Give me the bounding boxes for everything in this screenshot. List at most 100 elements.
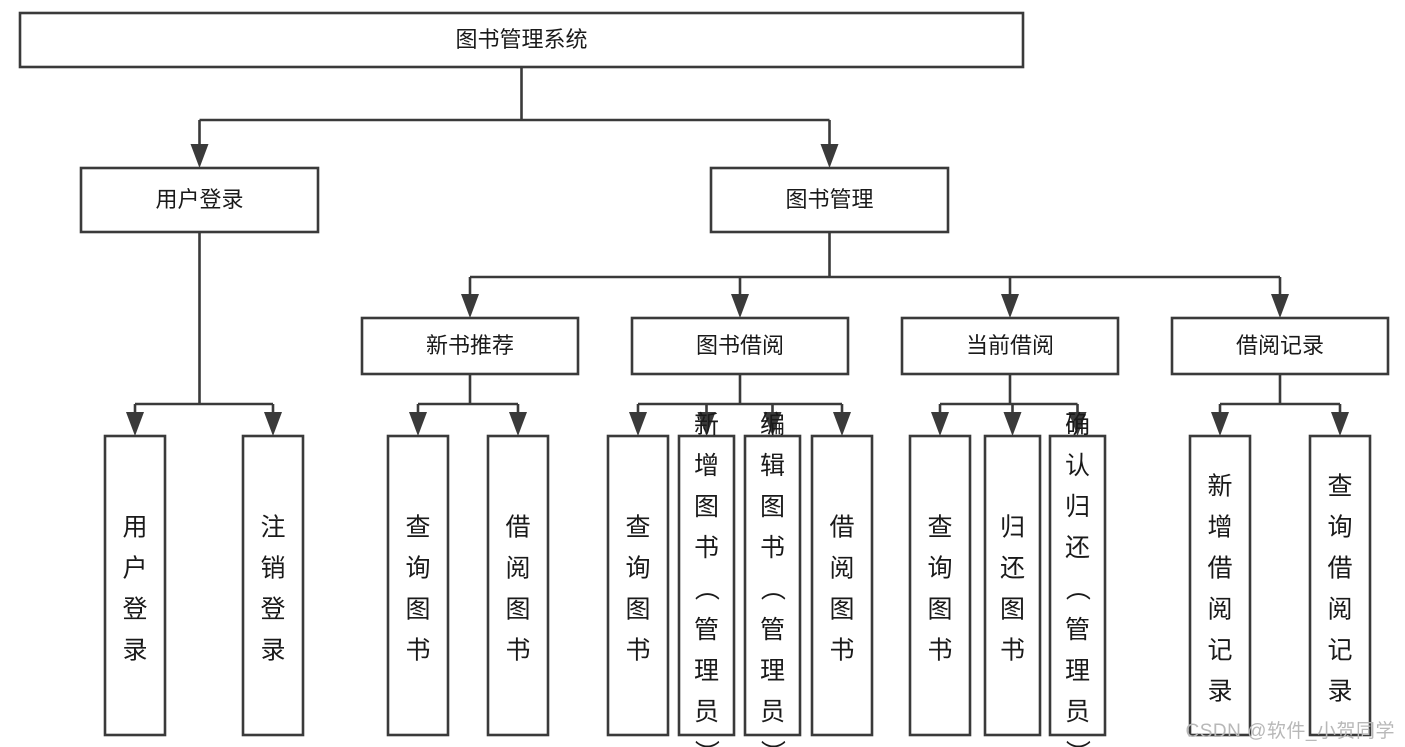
level2-book-manage-label: 图书管理 (785, 187, 873, 212)
svg-text:销: 销 (260, 554, 285, 582)
svg-text:询: 询 (625, 554, 650, 582)
svg-text:阅: 阅 (1207, 595, 1232, 623)
svg-text:管: 管 (760, 616, 785, 644)
arrow-head-icon-leaf-query-record (1331, 412, 1349, 436)
leaf-leaf-return-book-box[interactable] (983, 434, 1042, 737)
leaf-leaf-query-book-3-box[interactable] (908, 434, 972, 737)
arrow-head-icon-leaf-edit-book (763, 412, 782, 436)
svg-text:理: 理 (1065, 657, 1090, 685)
arrow-head-icon-leaf-query-book-2 (629, 412, 647, 436)
svg-text:图: 图 (405, 595, 430, 623)
svg-text:查: 查 (1327, 472, 1352, 500)
svg-text:新: 新 (1207, 472, 1232, 500)
svg-text:员: 员 (1065, 698, 1090, 726)
svg-text:书: 书 (694, 534, 719, 562)
svg-text:（: （ (1063, 576, 1091, 601)
svg-text:归: 归 (1000, 513, 1025, 541)
svg-text:阅: 阅 (829, 554, 854, 582)
svg-text:书: 书 (505, 636, 530, 664)
svg-text:图: 图 (505, 595, 530, 623)
svg-text:录: 录 (122, 636, 147, 664)
arrow-head-icon-leaf-return-book (1003, 412, 1022, 436)
svg-text:图: 图 (760, 493, 785, 521)
node-layer: 图书管理系统用户登录图书管理新书推荐图书借阅当前借阅借阅记录用户登录注销登录查询… (18, 11, 1390, 747)
svg-text:员: 员 (760, 698, 785, 726)
svg-text:书: 书 (760, 534, 785, 562)
svg-text:录: 录 (260, 636, 285, 664)
leaf-leaf-borrow-book-1-box[interactable] (486, 434, 550, 737)
arrow-head-icon-leaf-add-book (697, 412, 716, 436)
level2-user-login-box[interactable] (79, 166, 320, 234)
svg-text:借: 借 (829, 513, 854, 541)
arrow-head-icon-book-borrow (731, 294, 749, 318)
svg-text:书: 书 (829, 636, 854, 664)
arrow-head-icon-leaf-confirm-return (1068, 412, 1087, 436)
svg-text:借: 借 (1327, 554, 1352, 582)
svg-text:（: （ (758, 576, 786, 601)
svg-text:理: 理 (760, 657, 785, 685)
level3-borrow-record-label: 借阅记录 (1236, 333, 1324, 358)
svg-text:增: 增 (1207, 513, 1232, 541)
arrow-head-icon-leaf-add-record (1211, 412, 1229, 436)
level3-borrow-record-box[interactable] (1170, 316, 1390, 376)
arrow-head-icon-borrow-record (1271, 294, 1289, 318)
svg-text:归: 归 (1065, 493, 1090, 521)
leaf-leaf-borrow-book-2-box[interactable] (810, 434, 874, 737)
svg-text:辑: 辑 (760, 452, 785, 480)
arrow-head-icon-leaf-logout (264, 412, 282, 436)
arrow-head-icon-book-manage (820, 144, 839, 168)
leaf-leaf-confirm-return-box[interactable] (1048, 434, 1107, 737)
svg-text:查: 查 (625, 513, 650, 541)
leaf-leaf-query-book-1-box[interactable] (386, 434, 450, 737)
svg-text:编: 编 (760, 411, 785, 439)
leaf-leaf-add-book-box[interactable] (677, 434, 736, 737)
svg-text:用: 用 (122, 513, 147, 541)
level3-new-book-rec-label: 新书推荐 (426, 333, 514, 358)
arrow-head-icon-leaf-borrow-book-2 (833, 412, 851, 436)
svg-text:查: 查 (405, 513, 430, 541)
svg-text:）: ） (692, 740, 720, 747)
leaf-leaf-query-record-box[interactable] (1308, 434, 1372, 737)
svg-text:登: 登 (260, 595, 285, 623)
svg-text:理: 理 (694, 657, 719, 685)
svg-text:（: （ (692, 576, 720, 601)
leaf-leaf-logout-box[interactable] (241, 434, 305, 737)
svg-text:借: 借 (505, 513, 530, 541)
level3-current-borrow-box[interactable] (900, 316, 1120, 376)
svg-text:图: 图 (625, 595, 650, 623)
svg-text:确: 确 (1065, 411, 1090, 439)
svg-text:记: 记 (1327, 636, 1352, 664)
svg-text:书: 书 (927, 636, 952, 664)
level3-book-borrow-box[interactable] (630, 316, 850, 376)
svg-text:图: 图 (1000, 595, 1025, 623)
svg-text:询: 询 (1327, 513, 1352, 541)
leaf-leaf-query-book-2-box[interactable] (606, 434, 670, 737)
svg-text:图: 图 (927, 595, 952, 623)
svg-text:管: 管 (1065, 616, 1090, 644)
leaf-leaf-user-login-box[interactable] (103, 434, 167, 737)
svg-text:阅: 阅 (1327, 595, 1352, 623)
root-node-box[interactable] (18, 11, 1025, 69)
svg-text:注: 注 (260, 513, 285, 541)
svg-text:记: 记 (1207, 636, 1232, 664)
level3-current-borrow-label: 当前借阅 (966, 333, 1054, 358)
svg-text:书: 书 (1000, 636, 1025, 664)
arrow-head-icon-user-login (190, 144, 209, 168)
leaf-leaf-edit-book-box[interactable] (743, 434, 802, 737)
arrow-head-icon-leaf-query-book-3 (931, 412, 949, 436)
svg-text:增: 增 (694, 452, 719, 480)
level2-book-manage-box[interactable] (709, 166, 950, 234)
svg-text:还: 还 (1065, 534, 1090, 562)
leaf-leaf-add-record-box[interactable] (1188, 434, 1252, 737)
level3-new-book-rec-box[interactable] (360, 316, 580, 376)
